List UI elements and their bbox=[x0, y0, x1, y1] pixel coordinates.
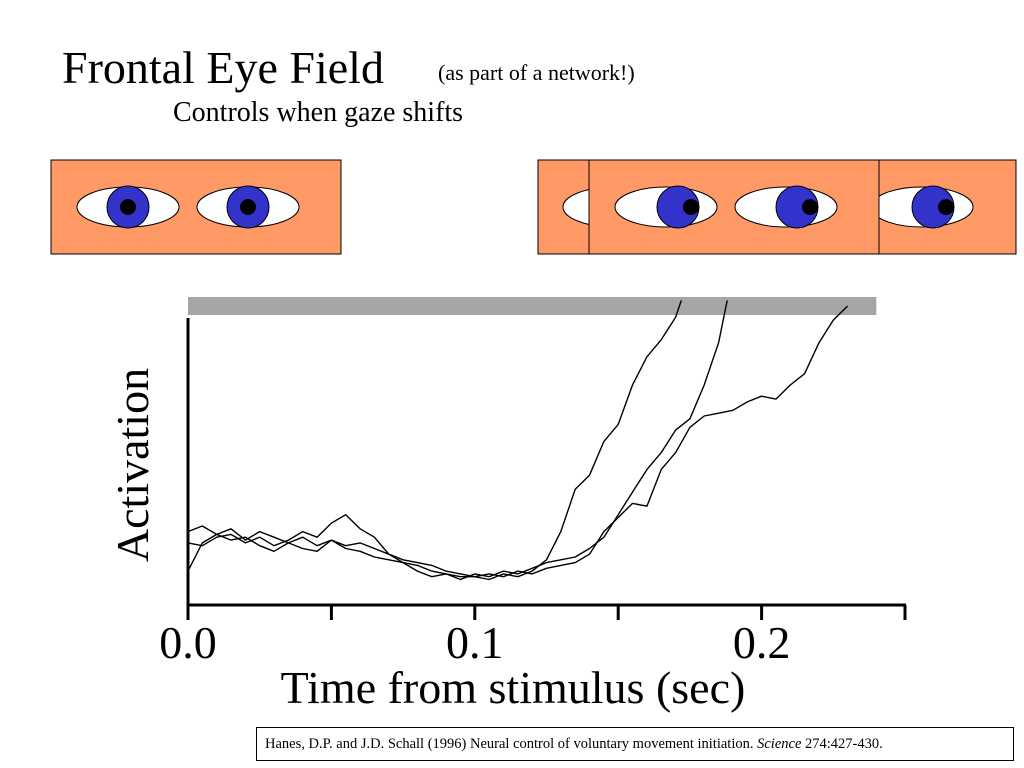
y-axis-label: Activation bbox=[107, 367, 158, 563]
x-axis-label: Time from stimulus (sec) bbox=[280, 662, 746, 713]
citation-journal: Science bbox=[757, 736, 802, 752]
right-eye-icon bbox=[196, 185, 300, 229]
eyes-shifting-panel bbox=[537, 159, 1017, 255]
citation-ref: 274:427-430. bbox=[801, 736, 883, 752]
threshold-bar bbox=[188, 297, 877, 315]
eyes-centered-panel bbox=[50, 159, 342, 255]
activation-chart: 0.0 0.1 0.2 bbox=[159, 297, 907, 660]
x-tick-labels: 0.0 0.1 0.2 bbox=[159, 617, 790, 660]
shifted-left-eye-icon bbox=[614, 185, 718, 229]
eye-illustration bbox=[50, 159, 1017, 255]
x-tick-label: 0.2 bbox=[733, 617, 791, 660]
left-eye-icon bbox=[76, 185, 180, 229]
shifted-right-eye-icon bbox=[734, 185, 838, 229]
page-subtitle: Controls when gaze shifts bbox=[173, 97, 464, 128]
citation-text: Hanes, D.P. and J.D. Schall (1996) Neura… bbox=[265, 736, 758, 752]
activation-trace-2 bbox=[187, 300, 728, 581]
page-title: Frontal Eye Field bbox=[62, 42, 384, 93]
activation-trace-1 bbox=[187, 300, 682, 581]
traces bbox=[187, 300, 849, 581]
x-tick-label: 0.0 bbox=[159, 617, 217, 660]
activation-trace-3 bbox=[187, 305, 849, 578]
citation-box: Hanes, D.P. and J.D. Schall (1996) Neura… bbox=[256, 727, 1014, 761]
x-ticks bbox=[186, 605, 907, 620]
x-tick-label: 0.1 bbox=[446, 617, 504, 660]
title-note: (as part of a network!) bbox=[438, 60, 635, 85]
